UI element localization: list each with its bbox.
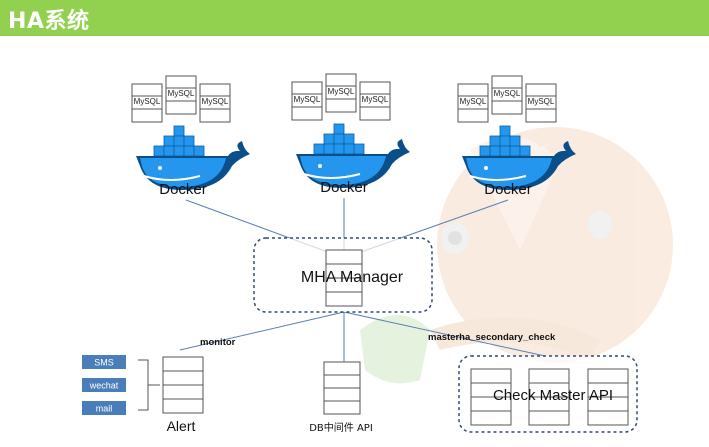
database-label: MySQL [328,87,355,96]
wechat-channel-box: wechat [82,378,126,392]
channel-label: SMS [94,358,114,368]
server-icon [528,368,570,426]
database-icon: MySQL [291,81,323,121]
slide-title: HA系统 [8,9,90,34]
docker-label: Docker [159,181,207,198]
alert-node: Alert [162,356,204,434]
database-group: MySQL MySQL MySQL [291,73,391,121]
database-label: MySQL [202,97,229,106]
middleware-label: DB中间件 API [309,421,373,434]
docker-whale-icon [462,125,576,190]
channel-label: mail [96,404,113,414]
docker-host: MySQL MySQL MySQL [457,75,576,198]
alert-label: Alert [167,418,196,434]
docker-label: Docker [484,181,532,198]
manager-label: MHA Manager [301,269,404,286]
database-label: MySQL [460,97,487,106]
db-middleware-node: DB中间件 API [309,361,373,434]
database-icon: MySQL [165,75,197,115]
header-bar: HA系统 [0,0,709,36]
database-label: MySQL [494,89,521,98]
database-icon: MySQL [359,81,391,121]
server-icon [470,368,512,426]
docker-label: Docker [320,179,368,196]
database-label: MySQL [528,97,555,106]
monitor-link-label: monitor [200,337,236,348]
database-label: MySQL [134,97,161,106]
database-icon: MySQL [457,83,489,123]
database-label: MySQL [294,95,321,104]
database-icon: MySQL [525,83,557,123]
mail-channel-box: mail [82,401,126,415]
sms-channel-box: SMS [82,355,126,369]
database-icon: MySQL [325,73,357,113]
docker-whale-icon [296,123,410,188]
database-icon: MySQL [199,83,231,123]
database-icon: MySQL [491,75,523,115]
server-icon [587,368,629,426]
server-icon [325,249,363,307]
database-group: MySQL MySQL MySQL [457,75,557,123]
docker-host: MySQL MySQL MySQL [291,73,410,196]
database-label: MySQL [168,89,195,98]
docker-whale-icon [136,125,250,190]
database-group: MySQL MySQL MySQL [131,75,231,123]
mha-manager-node: MHA Manager [253,237,433,313]
channel-label: wechat [89,381,119,391]
check-master-node: Check Master API [458,355,638,433]
docker-host: MySQL MySQL MySQL [131,75,250,198]
database-label: MySQL [362,95,389,104]
secondary-check-link-label: masterha_secondary_check [428,332,556,343]
channel-bracket [138,359,160,411]
alert-channels: SMS wechat mail [82,355,160,415]
check-master-label: Check Master API [493,387,613,404]
database-icon: MySQL [131,83,163,123]
